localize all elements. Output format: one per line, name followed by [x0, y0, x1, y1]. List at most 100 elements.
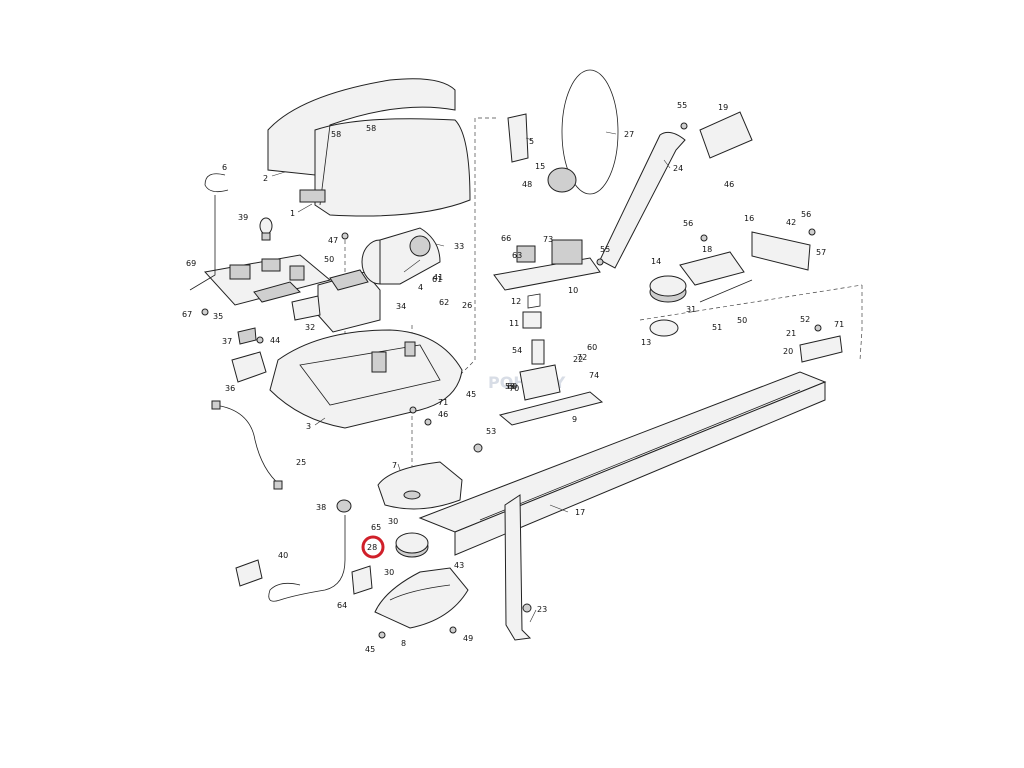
- grommet: [336, 499, 352, 513]
- part-label: 61: [432, 275, 442, 284]
- cover-assembly: [267, 78, 471, 217]
- part-label: 22: [573, 355, 583, 364]
- cable-connector: [273, 480, 283, 490]
- part-label: 2: [263, 174, 268, 183]
- part-label: 1: [290, 209, 295, 218]
- part-label: 11: [509, 319, 519, 328]
- switch-block: [231, 327, 267, 383]
- part-label: 48: [522, 180, 532, 189]
- clip: [351, 565, 373, 595]
- part-label: 13: [641, 338, 651, 347]
- part-label: 45: [365, 645, 375, 654]
- part-labels: 1 2 3 4 5 6 7 8 9 10 11 12 13 14 15 16 1…: [182, 101, 844, 654]
- part-label: 50: [324, 255, 334, 264]
- spring: [527, 293, 541, 309]
- fasteners: [201, 122, 822, 639]
- part-label: 49: [463, 634, 473, 643]
- limit-switch-carriage: [493, 239, 601, 291]
- part-label: 8: [401, 639, 406, 648]
- part-label: 42: [786, 218, 796, 227]
- slider-rail: [498, 391, 604, 426]
- part-label: 51: [712, 323, 722, 332]
- part-label: 18: [702, 245, 712, 254]
- part-label: 30: [388, 517, 398, 526]
- part-label: 4: [418, 283, 423, 292]
- part-label: 59: [505, 382, 515, 391]
- part-label: 33: [454, 242, 464, 251]
- part-label: 62: [439, 298, 449, 307]
- part-label: 38: [316, 503, 326, 512]
- part-label: 45: [466, 390, 476, 399]
- antenna-cable: [189, 195, 216, 291]
- sleeve: [507, 113, 529, 163]
- part-label: 37: [222, 337, 232, 346]
- wall-bracket: [699, 111, 753, 159]
- part-label: 52: [800, 315, 810, 324]
- door-arm: [599, 131, 686, 269]
- motor: [361, 227, 441, 285]
- end-slider: [799, 335, 843, 363]
- rail-bracket: [504, 494, 532, 641]
- bushing: [531, 339, 545, 365]
- cable: [214, 404, 281, 486]
- part-label: 69: [186, 259, 196, 268]
- base-plate: [269, 329, 463, 429]
- control-board: [204, 254, 332, 306]
- part-label: 16: [744, 214, 754, 223]
- part-label-highlighted: 28: [367, 543, 377, 552]
- part-label: 58: [331, 130, 341, 139]
- part-label: 3: [306, 422, 311, 431]
- part-label: 10: [568, 286, 578, 295]
- part-label: 34: [396, 302, 406, 311]
- part-label: 50: [737, 316, 747, 325]
- part-label: 25: [296, 458, 306, 467]
- part-label: 26: [462, 301, 472, 310]
- part-label: 21: [786, 329, 796, 338]
- part-label: 9: [572, 415, 577, 424]
- part-label: 17: [575, 508, 585, 517]
- highlight-circle: [361, 535, 385, 559]
- part-label: 6: [222, 163, 227, 172]
- part-label: 53: [486, 427, 496, 436]
- part-label: 60: [507, 382, 517, 391]
- part-label: 71: [438, 398, 448, 407]
- part-label: 44: [270, 336, 280, 345]
- part-label: 66: [501, 234, 511, 243]
- part-label: 14: [651, 257, 661, 266]
- cable-connector: [211, 400, 221, 410]
- pulley-assembly: [649, 231, 811, 337]
- part-label: 70: [509, 384, 519, 393]
- part-label: 27: [624, 130, 634, 139]
- part-label: 46: [438, 410, 448, 419]
- part-label: 60: [587, 343, 597, 352]
- block: [522, 311, 542, 329]
- release-rope: [561, 69, 619, 195]
- part-label: 30: [384, 568, 394, 577]
- part-label: 55: [677, 101, 687, 110]
- part-label: 46: [724, 180, 734, 189]
- part-label: 39: [238, 213, 248, 222]
- part-label: 19: [718, 103, 728, 112]
- part-label: 35: [213, 312, 223, 321]
- part-label: 63: [512, 251, 522, 260]
- part-label: 20: [783, 347, 793, 356]
- part-label: 36: [225, 384, 235, 393]
- part-label: 67: [182, 310, 192, 319]
- part-label: 64: [337, 601, 347, 610]
- part-label: 54: [512, 346, 522, 355]
- part-label: 74: [589, 371, 599, 380]
- part-label: 15: [535, 162, 545, 171]
- part-label: 31: [686, 305, 696, 314]
- part-label: 58: [366, 124, 376, 133]
- part-label: 55: [600, 245, 610, 254]
- part-label: 56: [801, 210, 811, 219]
- part-label: 23: [537, 605, 547, 614]
- part-label: 24: [673, 164, 683, 173]
- part-label: 32: [305, 323, 315, 332]
- part-label: 71: [834, 320, 844, 329]
- slider: [519, 364, 561, 401]
- gear-housing: [374, 461, 469, 629]
- part-label: 5: [529, 137, 534, 146]
- part-label: 65: [371, 523, 381, 532]
